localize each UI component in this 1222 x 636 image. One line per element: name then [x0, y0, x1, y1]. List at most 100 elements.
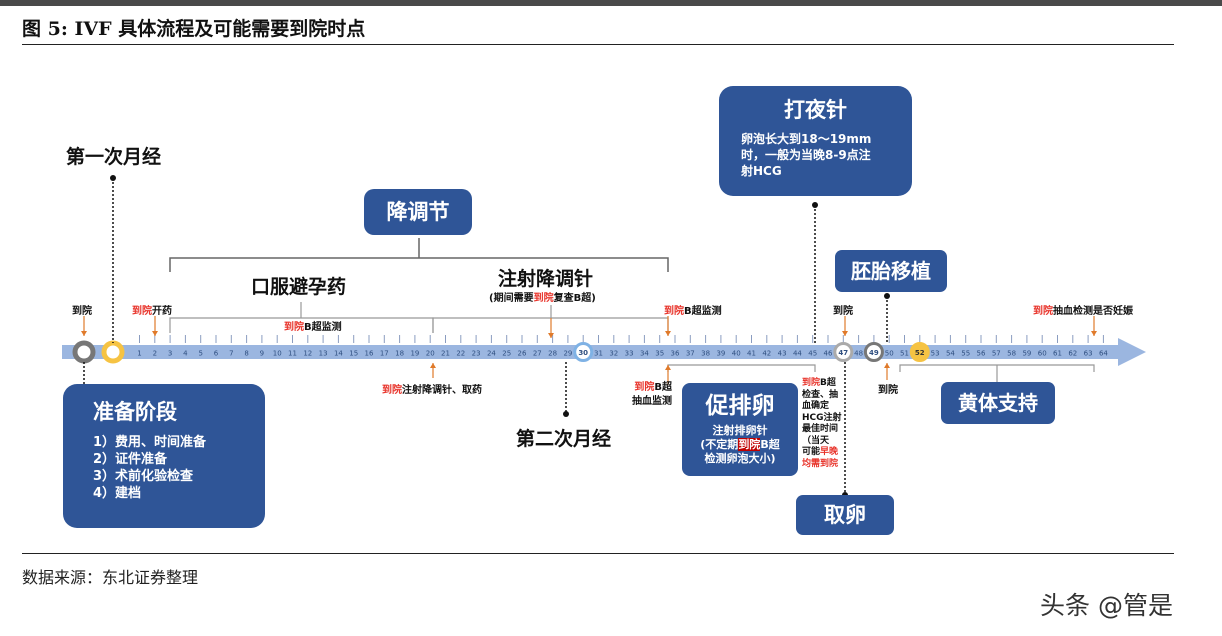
label-downreg-injection: 注射降调针 — [498, 268, 594, 290]
tick-label: 43 — [778, 350, 787, 358]
tick-label: 24 — [487, 350, 496, 358]
dot — [563, 411, 569, 417]
tick-label: 38 — [701, 350, 710, 358]
visit-label-2: 到院开药 — [132, 306, 172, 317]
tick-label: 25 — [502, 350, 511, 358]
box-retrieval-title: 取卵 — [824, 503, 866, 527]
box-luteal-title: 黄体支持 — [958, 391, 1038, 415]
top-bar — [0, 0, 1222, 6]
tick-label: 9 — [260, 350, 264, 358]
tick-label: 6 — [214, 350, 219, 358]
box-preparation-title: 准备阶段 — [93, 400, 177, 424]
tick-label: 13 — [319, 350, 328, 358]
key-day-marker — [909, 342, 930, 362]
tick-label: 26 — [518, 350, 527, 358]
visit-label-3: 到院B超监测 — [284, 322, 342, 333]
tick-label: 12 — [303, 350, 312, 358]
tick-label: 51 — [900, 350, 909, 358]
visit-arrow-head — [81, 331, 87, 336]
trigger-line: 卵泡长大到18～19mm — [741, 132, 872, 146]
watermark: 头条 @管是 — [1040, 591, 1173, 620]
retrieval-note: 到院B超 检查、抽 血确定 HCG注射 最佳时间 （当天 可能早晚 均需到院 — [802, 378, 842, 469]
tick-label: 8 — [244, 350, 248, 358]
visit-label-6: 到院B超抽血监测 — [632, 382, 672, 407]
tick-label: 37 — [686, 350, 695, 358]
tick-label: 10 — [273, 350, 282, 358]
key-day-label: 30 — [578, 349, 588, 357]
footer-rule — [22, 553, 1174, 554]
tick-label: 54 — [946, 350, 955, 358]
period-marker-gold — [101, 340, 125, 364]
tick-label: 22 — [456, 350, 465, 358]
tick-label: 58 — [1007, 350, 1016, 358]
stim-line: 注射排卵针 — [712, 424, 768, 437]
tick-label: 41 — [747, 350, 756, 358]
label-first-period: 第一次月经 — [66, 146, 162, 168]
tick-label: 62 — [1068, 350, 1077, 358]
key-day-marker — [863, 342, 884, 362]
stim-line: 检测卵泡大小) — [704, 452, 776, 465]
tick-label: 27 — [533, 350, 542, 358]
tick-label: 29 — [563, 350, 572, 358]
dot — [812, 202, 818, 208]
visit-label-9: 到院 — [878, 385, 898, 396]
title-rule — [22, 44, 1174, 45]
tick-label: 34 — [640, 350, 649, 358]
tick-label: 61 — [1053, 350, 1062, 358]
tick-label: 5 — [198, 350, 202, 358]
box-luteal-support: 黄体支持 — [941, 382, 1055, 424]
tick-label: 15 — [349, 350, 358, 358]
tick-label: 48 — [854, 350, 863, 358]
visit-arrow-head — [884, 363, 890, 368]
timeline-arrowhead — [1118, 338, 1146, 366]
tick-label: 33 — [625, 350, 634, 358]
tick-label: 39 — [716, 350, 725, 358]
dot — [110, 175, 116, 181]
visit-arrow-head — [842, 331, 848, 336]
tick-label: 44 — [793, 350, 802, 358]
figure-title: 图 5: IVF 具体流程及可能需要到院时点 — [22, 18, 366, 40]
tick-label: 35 — [655, 350, 664, 358]
tick-label: 20 — [426, 350, 435, 358]
visit-arrow-head — [1091, 331, 1097, 336]
tick-label: 46 — [824, 350, 833, 358]
tick-label: 14 — [334, 350, 343, 358]
box-trigger-title: 打夜针 — [784, 98, 847, 122]
dot — [884, 293, 890, 299]
stim-line: (不定期到院B超 — [700, 438, 780, 451]
tick-label: 59 — [1022, 350, 1031, 358]
visit-label-5: 到院B超监测 — [664, 306, 722, 317]
visit-arrow-head — [665, 365, 671, 370]
box-stimulation-title: 促排卵 — [705, 393, 775, 419]
visit-arrow-head — [548, 333, 554, 338]
visit-label-4: 到院注射降调针、取药 — [382, 385, 482, 396]
prep-item: 3）术前化验检查 — [93, 469, 194, 484]
tick-label: 17 — [380, 350, 389, 358]
tick-label: 32 — [609, 350, 618, 358]
tick-label: 16 — [365, 350, 374, 358]
box-retrieval: 取卵 — [796, 495, 894, 535]
tick-label: 7 — [229, 350, 233, 358]
tick-label: 2 — [153, 350, 157, 358]
visit-arrow-head — [430, 363, 436, 368]
visit-arrow-head — [152, 331, 158, 336]
tick-label: 1 — [137, 350, 141, 358]
tick-label: 57 — [992, 350, 1001, 358]
tick-label: 53 — [931, 350, 940, 358]
key-day-marker — [573, 342, 594, 362]
box-downregulation: 降调节 — [364, 189, 472, 235]
tick-label: 18 — [395, 350, 404, 358]
visit-label-8: 到院抽血检测是否妊娠 — [1033, 306, 1133, 317]
tick-label: 31 — [594, 350, 603, 358]
source-note: 数据来源：东北证券整理 — [22, 568, 199, 587]
tick-label: 50 — [885, 350, 894, 358]
box-implant-title: 胚胎移植 — [851, 259, 931, 283]
label-second-period: 第二次月经 — [516, 428, 612, 450]
visit-arrow-head — [665, 331, 671, 336]
tick-label: 40 — [732, 350, 741, 358]
tick-label: 36 — [671, 350, 680, 358]
tick-label: 63 — [1084, 350, 1093, 358]
prep-item: 1）费用、时间准备 — [93, 435, 207, 450]
tick-label: 55 — [961, 350, 970, 358]
